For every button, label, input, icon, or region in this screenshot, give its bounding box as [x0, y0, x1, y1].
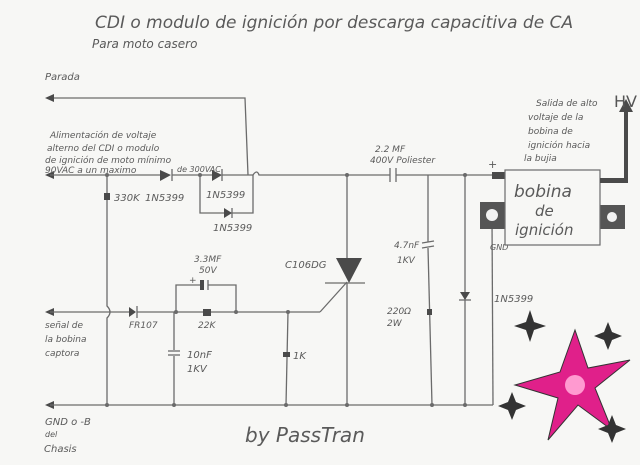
- c33-label-1: 3.3MF: [194, 255, 222, 265]
- signal-label: señal de la bobina captora: [45, 321, 87, 359]
- svg-text:GND o -B: GND o -B: [45, 417, 91, 428]
- r1k-resistor: [283, 352, 290, 357]
- svg-text:90VAC a un maximo: 90VAC a un maximo: [45, 166, 137, 176]
- svg-text:del: del: [45, 430, 58, 439]
- svg-text:ignición hacia: ignición hacia: [528, 140, 590, 151]
- d3-label: 1N5399: [213, 223, 252, 234]
- fr107-label: FR107: [129, 321, 158, 331]
- title: CDI o modulo de ignición por descarga ca…: [95, 13, 573, 33]
- parada-wire: [45, 94, 249, 176]
- svg-text:alterno del CDI o modulo: alterno del CDI o modulo: [47, 144, 160, 154]
- c10n-capacitor: [168, 312, 180, 405]
- svg-text:de ignición de moto mínimo: de ignición de moto mínimo: [45, 155, 172, 166]
- c47n-label-1: 4.7nF: [394, 241, 420, 251]
- parada-label: Parada: [45, 72, 80, 83]
- author-signature: by PassTran: [245, 423, 365, 447]
- coil-gnd-wire: [491, 217, 494, 406]
- c10n-label-2: 1KV: [187, 364, 208, 375]
- c22-label-2: 400V Poliester: [370, 156, 436, 166]
- signal-wire: [45, 280, 348, 318]
- c22-label-1: 2.2 MF: [375, 145, 406, 155]
- svg-text:Salida de alto: Salida de alto: [536, 99, 598, 109]
- svg-text:de: de: [535, 202, 554, 220]
- c47n-label-2: 1KV: [397, 256, 416, 266]
- d1-label: 1N5399: [145, 193, 184, 204]
- d4-label: 1N5399: [494, 294, 533, 305]
- coil-plus: +: [488, 158, 497, 171]
- r1k-wire: [285, 311, 289, 406]
- c10n-label-1: 10nF: [187, 350, 212, 361]
- r330k-label: 330K: [114, 193, 141, 204]
- svg-text:señal de: señal de: [45, 321, 84, 331]
- c47n-r220-branch: [421, 175, 435, 406]
- d4-diode: [459, 175, 471, 405]
- r330k-wire: [106, 175, 111, 405]
- r22k-label: 22K: [198, 321, 216, 331]
- svg-text:voltaje de la: voltaje de la: [528, 113, 583, 123]
- svg-text:Chasis: Chasis: [44, 444, 77, 455]
- r330k-resistor: [104, 193, 110, 200]
- c33-plus: +: [189, 276, 197, 286]
- ground-wire: [45, 401, 493, 409]
- svg-text:bobina de: bobina de: [528, 127, 573, 137]
- ac-input-label: Alimentación de voltaje alterno del CDI …: [45, 130, 221, 176]
- ac-input-wire: [45, 168, 505, 218]
- r220-label-1: 220Ω: [387, 307, 411, 317]
- svg-text:captora: captora: [45, 349, 79, 359]
- coil-gnd-label: GND: [490, 243, 508, 252]
- svg-text:la bujia: la bujia: [524, 154, 557, 164]
- ignition-coil: [480, 99, 633, 246]
- svg-text:bobina: bobina: [514, 182, 572, 202]
- r220-label-2: 2W: [387, 319, 403, 329]
- svg-text:de 300VAC: de 300VAC: [177, 165, 221, 174]
- r1k-label: 1K: [293, 351, 307, 362]
- scr: [325, 175, 365, 405]
- svg-text:ignición: ignición: [515, 221, 573, 239]
- d2-label: 1N5399: [206, 190, 245, 201]
- c33-label-2: 50V: [199, 266, 217, 276]
- hv-output-label: Salida de alto voltaje de la bobina de i…: [524, 99, 598, 164]
- subtitle: Para moto casero: [92, 37, 197, 51]
- svg-text:la bobina: la bobina: [45, 335, 87, 345]
- sparkle-decoration: [498, 310, 631, 443]
- svg-text:Alimentación de voltaje: Alimentación de voltaje: [49, 130, 157, 141]
- scr-label: C106DG: [285, 260, 327, 271]
- gnd-label: GND o -B del Chasis: [44, 417, 91, 455]
- hv-label: HV: [614, 92, 637, 111]
- coil-label: bobina de ignición: [514, 182, 573, 239]
